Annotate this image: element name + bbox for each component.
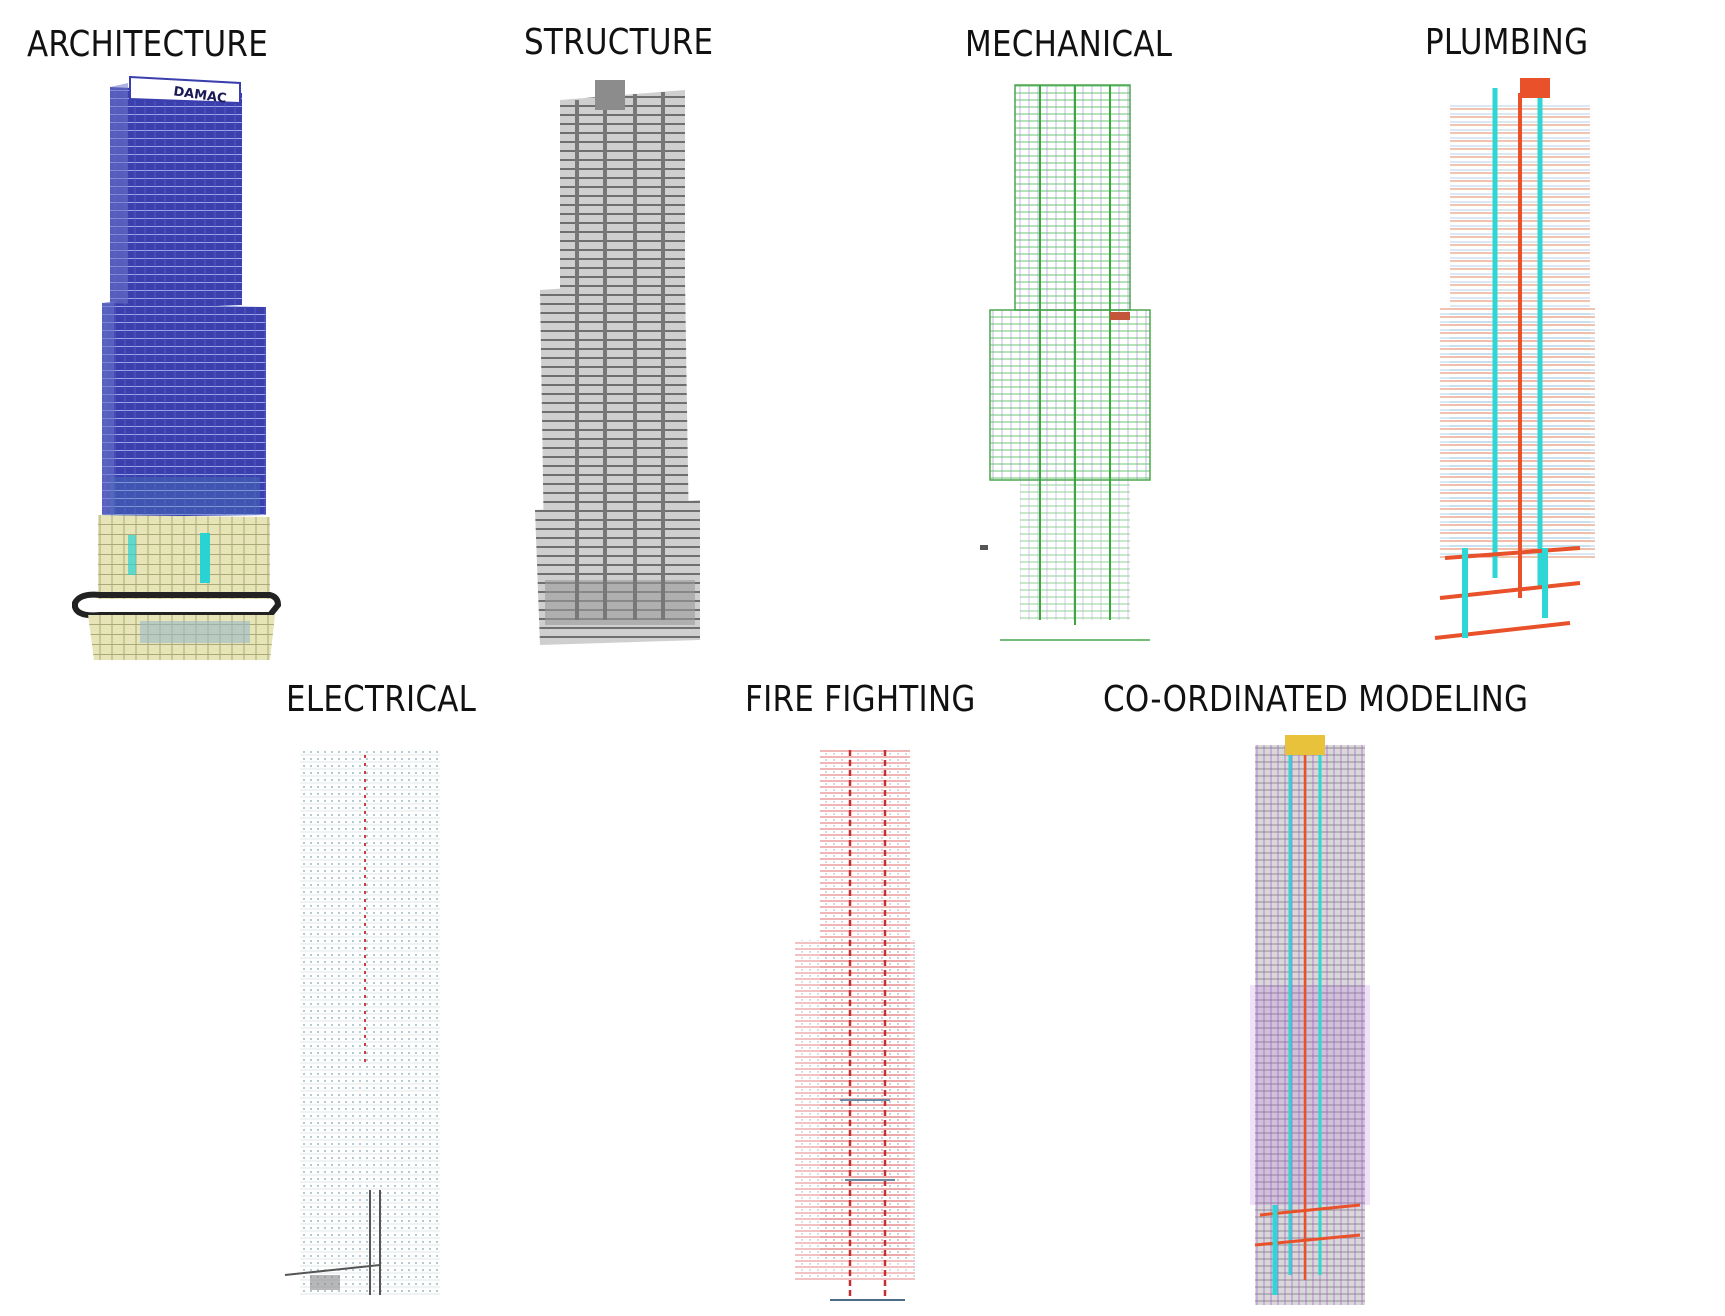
title-electrical: ELECTRICAL <box>286 679 477 720</box>
mechanical-model-image <box>980 84 1151 641</box>
title-fire-fighting: FIRE FIGHTING <box>745 679 976 720</box>
title-structure: STRUCTURE <box>524 22 714 63</box>
coordinated-modeling-model-image <box>1250 735 1370 1305</box>
title-coordinated-modeling: CO-ORDINATED MODELING <box>1103 679 1529 720</box>
architecture-model-image: DAMAC <box>72 75 282 660</box>
damac-logo: DAMAC <box>172 84 227 106</box>
fire-fighting-model-image <box>795 750 915 1301</box>
electrical-model-image <box>284 750 440 1295</box>
title-mechanical: MECHANICAL <box>965 24 1173 65</box>
structure-model-image <box>535 80 700 645</box>
title-architecture: ARCHITECTURE <box>27 24 269 65</box>
title-plumbing: PLUMBING <box>1425 22 1589 63</box>
plumbing-model-image <box>1434 78 1595 640</box>
